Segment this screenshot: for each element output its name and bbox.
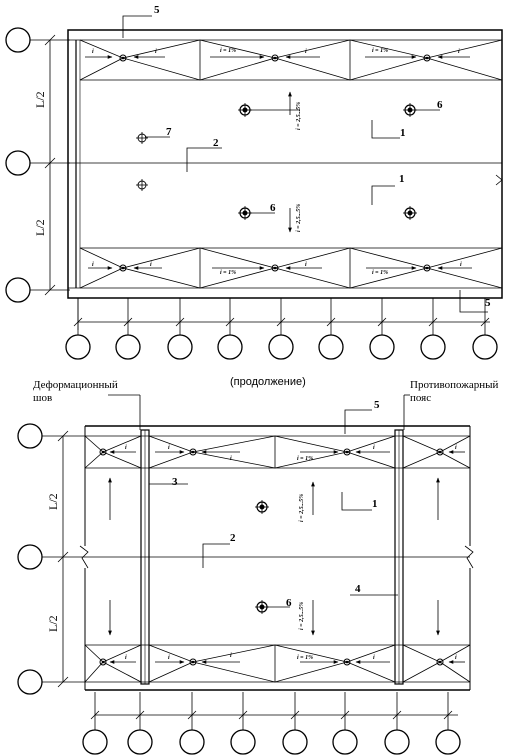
axis-circle-bottom (82, 729, 108, 755)
axis-circle-bottom (420, 334, 446, 360)
roof-drain (255, 500, 269, 514)
gutter-slope-label: i = 1% (297, 456, 313, 462)
gutter-slope-label: i = 1% (372, 48, 388, 54)
top-axis-row (65, 298, 498, 360)
axis-circle-left (17, 423, 43, 449)
axis-circle-bottom (282, 729, 308, 755)
drain-funnel (271, 54, 279, 62)
callout-4: 4 (355, 583, 361, 595)
slope-arrow-label: i (168, 445, 170, 451)
axis-circle-bottom (115, 334, 141, 360)
slope-arrow-label: i (125, 655, 127, 661)
callout-5: 5 (374, 399, 380, 411)
drain-funnel (271, 264, 279, 272)
axis-circle-bottom (217, 334, 243, 360)
callout-2: 2 (213, 137, 219, 149)
expansion-joint-label: шов (33, 392, 52, 404)
dimension-label: L/2 (33, 219, 47, 236)
axis-circle-bottom (127, 729, 153, 755)
callout-1: 1 (372, 498, 378, 510)
callout-3: 3 (172, 476, 178, 488)
firebreak-label: Противопожарный (410, 379, 498, 391)
roof-drain (403, 103, 417, 117)
slope-arrow-label: i (92, 49, 94, 55)
roof-slope-label: i = 2,5...5% (296, 102, 302, 130)
slope-arrow-label: i (455, 655, 457, 661)
dimension-label: L/2 (46, 493, 60, 510)
overflow-drain (136, 179, 148, 191)
dimension-label: L/2 (46, 615, 60, 632)
roof-slope-label: i = 2,5...5% (299, 602, 305, 630)
top-plan (5, 15, 503, 330)
gutter-slope-label: i = 1% (297, 655, 313, 661)
roof-drain (403, 206, 417, 220)
gutter-slope-label: i = 1% (220, 48, 236, 54)
roof-drain (238, 103, 252, 117)
drain-funnel (423, 54, 431, 62)
axis-circle-bottom (472, 334, 498, 360)
axis-circle-left (5, 277, 31, 303)
axis-circle-bottom (369, 334, 395, 360)
dimension-label: L/2 (33, 91, 47, 108)
slope-arrow-label: i (305, 262, 307, 268)
axis-circle-bottom (435, 729, 461, 755)
bottom-plan (17, 394, 474, 716)
callout-6: 6 (437, 99, 443, 111)
axis-circle-bottom (167, 334, 193, 360)
valley-zigzag-bottom (84, 644, 471, 683)
callout-6: 6 (270, 202, 276, 214)
continuation-caption: (продолжение) (230, 376, 306, 388)
axis-circle-bottom (179, 729, 205, 755)
slope-arrow-label: i (168, 655, 170, 661)
overflow-drain (136, 132, 148, 144)
slope-arrow-label: i (455, 445, 457, 451)
drain-funnel (119, 264, 127, 272)
slope-arrow-label: i (305, 49, 307, 55)
axis-circle-bottom (384, 729, 410, 755)
axis-circle-bottom (318, 334, 344, 360)
axis-circle-left (17, 544, 43, 570)
slope-arrow-label: i (230, 653, 232, 659)
valley-zigzag-top (84, 435, 471, 469)
slope-arrow-label: i (150, 262, 152, 268)
slope-arrow-label: i (155, 49, 157, 55)
drain-funnel (423, 264, 431, 272)
slope-arrow-label: i (230, 456, 232, 462)
axis-circle-bottom (65, 334, 91, 360)
roof-outline (67, 29, 503, 299)
firebreak-label: пояс (410, 392, 431, 404)
axis-circle-left (17, 669, 43, 695)
gutter-slope-label: i = 1% (372, 270, 388, 276)
drain-funnel (119, 54, 127, 62)
callout-5: 5 (154, 4, 160, 16)
slope-arrow-label: i (373, 655, 375, 661)
roof-drain (255, 600, 269, 614)
bottom-axis-row (82, 692, 461, 755)
axis-circle-left (5, 27, 31, 53)
slope-arrow-label: i (92, 262, 94, 268)
callout-1: 1 (400, 127, 406, 139)
callout-7: 7 (166, 126, 172, 138)
roof-slope-label: i = 2,5...5% (299, 494, 305, 522)
roof-drain (238, 206, 252, 220)
axis-circle-left (5, 150, 31, 176)
callout-5: 5 (485, 297, 491, 309)
slope-arrow-label: i (460, 262, 462, 268)
axis-circle-bottom (230, 729, 256, 755)
axis-circle-bottom (268, 334, 294, 360)
callout-1: 1 (399, 173, 405, 185)
axis-circle-bottom (332, 729, 358, 755)
gutter-slope-label: i = 1% (220, 270, 236, 276)
slope-arrow-label: i (125, 445, 127, 451)
valley-zigzag-top (79, 39, 503, 81)
slope-arrow-label: i (458, 49, 460, 55)
callout-6: 6 (286, 597, 292, 609)
roof-slope-label: i = 2,5...5% (296, 204, 302, 232)
expansion-joint-label: Деформационный (33, 379, 118, 391)
slope-arrow-label: i (373, 445, 375, 451)
callout-2: 2 (230, 532, 236, 544)
